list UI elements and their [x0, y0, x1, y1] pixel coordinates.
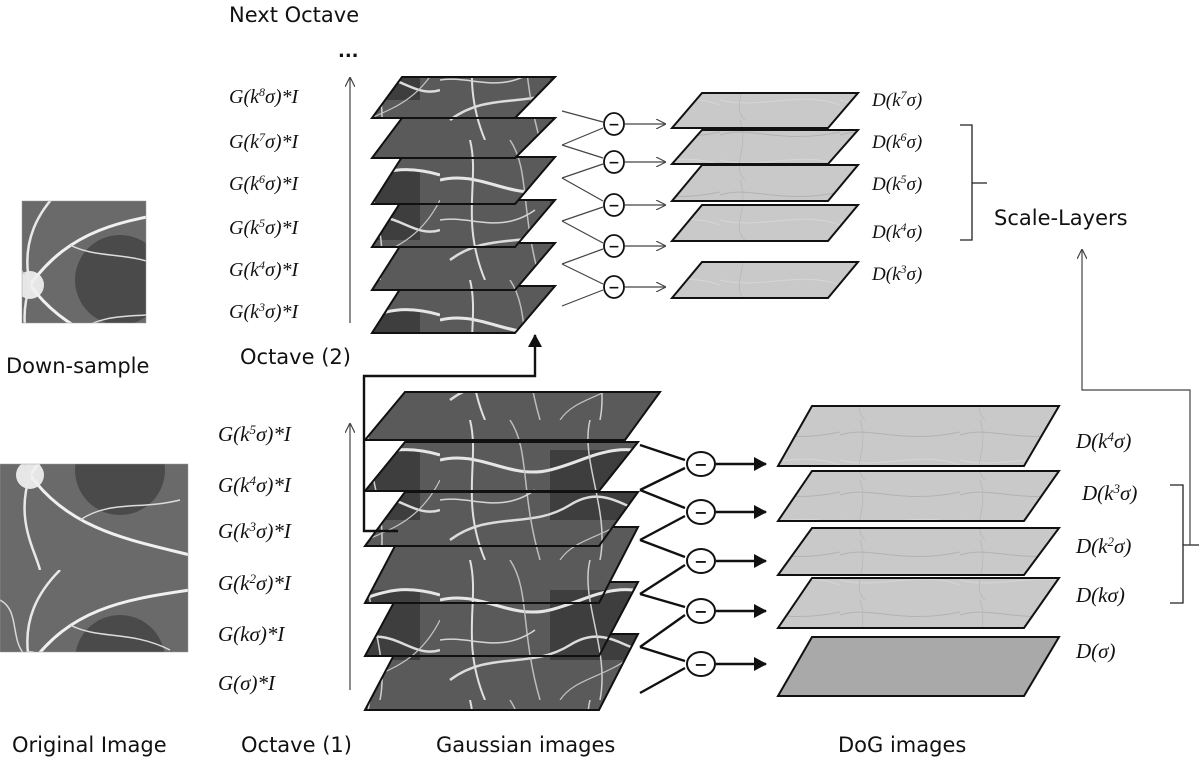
scale-layers-connector-arrow: [1082, 250, 1191, 545]
octave-1-subtraction-arrows: [639, 443, 767, 695]
octave-1-dog-formula: D(kσ): [1075, 583, 1125, 607]
gaussian-images-label: Gaussian images: [436, 733, 615, 757]
minus-symbol: −: [608, 198, 620, 214]
ellipsis-label: ...: [338, 41, 359, 62]
minus-symbol: −: [694, 602, 707, 621]
minus-node: [603, 275, 625, 299]
octave-1-minus-nodes: − − − − −: [686, 451, 716, 677]
octave-1-gaussian-formula: G(k2σ)*I: [218, 571, 292, 596]
minus-symbol: −: [694, 503, 707, 522]
minus-symbol: −: [694, 552, 707, 571]
dog-image: [669, 129, 861, 165]
original-retina-image: [0, 463, 189, 653]
minus-node: [603, 150, 625, 174]
octave-2-label: Octave (2): [240, 345, 351, 369]
octave-2-gaussian-formula: G(k3σ)*I: [229, 300, 300, 323]
minus-symbol: −: [608, 155, 620, 171]
dog-image: [776, 577, 1061, 629]
octave-1-gaussian-formula: G(σ)*I: [218, 671, 276, 695]
gaussian-image: [362, 441, 641, 492]
minus-symbol: −: [694, 455, 707, 474]
minus-symbol: −: [608, 117, 620, 133]
dog-image: [669, 261, 861, 299]
minus-node: [686, 598, 716, 624]
downsample-arrow: [362, 334, 542, 533]
dog-image: [776, 470, 1061, 522]
dog-images-label: DoG images: [838, 733, 966, 757]
downsampled-retina-image: [21, 200, 147, 324]
octave-1-gaussian-formula: G(k5σ)*I: [218, 422, 292, 447]
minus-node: [686, 548, 716, 574]
dog-image: [776, 527, 1061, 576]
octave-2-dog-formula: D(k3σ): [871, 262, 922, 285]
gaussian-image: [370, 156, 558, 205]
dog-image: [776, 636, 1061, 697]
octave-2-scale-layers-brace: [960, 124, 987, 241]
minus-node: [603, 234, 625, 258]
next-octave-label: Next Octave: [229, 3, 359, 27]
octave-2-subtraction-arrows: [561, 110, 665, 307]
octave-1-scale-layers-brace: [1170, 484, 1199, 604]
octave-1-gaussian-stack: [362, 391, 662, 711]
minus-symbol: −: [608, 239, 620, 255]
octave-1-dog-formula: D(σ): [1075, 639, 1116, 663]
minus-node: [686, 451, 716, 477]
octave-1-dog-formula: D(k2σ): [1075, 534, 1131, 559]
octave-2-dog-formula: D(k6σ): [871, 130, 922, 153]
dog-image: [669, 204, 861, 242]
octave-2-gaussian-formula: G(k4σ)*I: [229, 258, 300, 281]
gaussian-image: [370, 199, 558, 248]
gaussian-image: [370, 242, 558, 291]
down-sample-label: Down-sample: [6, 354, 149, 378]
gaussian-image: [370, 76, 558, 119]
gaussian-image: [363, 491, 640, 547]
octave-1-dog-formula: D(k3σ): [1081, 481, 1137, 506]
formula-labels: G(k8σ)*I G(k7σ)*I G(k6σ)*I G(k5σ)*I G(k4σ)*I…: [218, 85, 1137, 695]
minus-symbol: −: [694, 655, 707, 674]
octave-1-gaussian-formula: G(kσ)*I: [218, 622, 285, 646]
gaussian-image: [362, 391, 662, 441]
minus-symbol: −: [608, 280, 620, 296]
minus-node: [686, 499, 716, 525]
octave-2-dog-stack: [669, 92, 861, 299]
dog-image: [669, 164, 861, 202]
minus-node: [686, 651, 716, 677]
dog-image: [669, 92, 861, 129]
minus-node: [603, 193, 625, 217]
scale-layers-label: Scale-Layers: [994, 206, 1128, 230]
octave-1-gaussian-formula: G(k3σ)*I: [218, 519, 292, 544]
octave-1-dog-formula: D(k4σ): [1075, 429, 1131, 454]
octave-2-minus-nodes: − − − − −: [603, 112, 625, 299]
minus-node: [603, 112, 625, 136]
octave-1-gaussian-formula: G(k4σ)*I: [218, 473, 292, 498]
gaussian-image: [370, 285, 558, 334]
octave-2-dog-formula: D(k5σ): [871, 172, 922, 195]
dog-image: [776, 405, 1061, 467]
octave-2-gaussian-formula: G(k7σ)*I: [229, 130, 300, 153]
octave-2-gaussian-stack: [370, 76, 558, 334]
gaussian-image: [370, 117, 558, 159]
octave-2-gaussian-formula: G(k8σ)*I: [229, 85, 300, 108]
octave-2-gaussian-formula: G(k5σ)*I: [229, 216, 300, 239]
original-image-label: Original Image: [12, 733, 167, 757]
octave-2-dog-formula: D(k4σ): [871, 220, 922, 243]
octave-2-gaussian-formula: G(k6σ)*I: [229, 172, 300, 195]
octave-1-dog-stack: [776, 405, 1061, 697]
octave-1-label: Octave (1): [241, 733, 352, 757]
octave-2-dog-formula: D(k7σ): [871, 88, 922, 111]
